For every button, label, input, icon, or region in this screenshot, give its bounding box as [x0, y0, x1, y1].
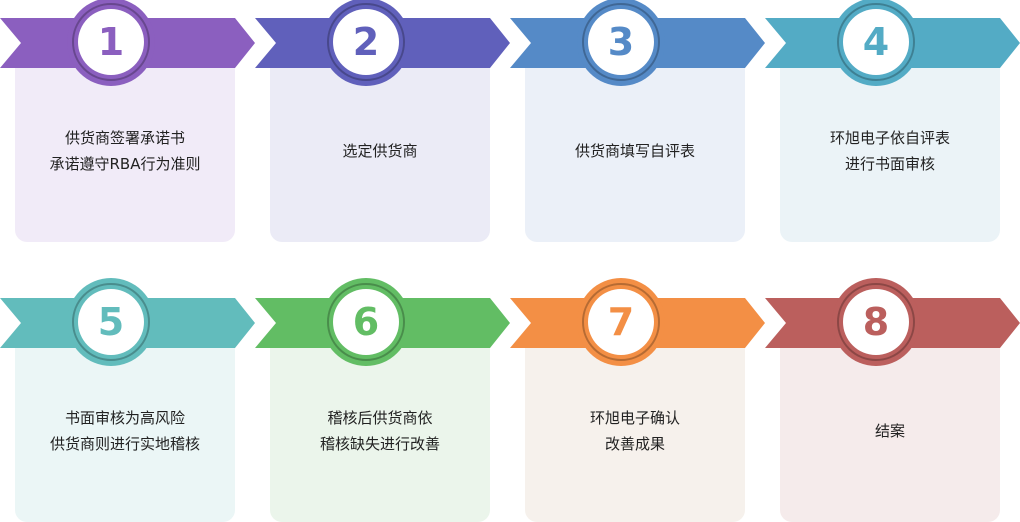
badge-ring [327, 283, 405, 361]
description-line-1: 环旭电子依自评表 [829, 129, 950, 147]
description-line-2: 供货商则进行实地稽核 [49, 435, 200, 453]
step-card [525, 348, 745, 522]
badge-ring [72, 283, 150, 361]
badge-ring [72, 3, 150, 81]
step-description: 环旭电子确认 改善成果 [525, 348, 745, 514]
step-description: 稽核后供货商依 稽核缺失进行改善 [270, 348, 490, 514]
step-number-badge: 3 [577, 0, 665, 86]
badge-ring [582, 283, 660, 361]
step-card [270, 348, 490, 522]
step-number: 4 [843, 9, 909, 75]
step-description: 选定供货商 [270, 68, 490, 234]
description-line-1: 结案 [874, 422, 905, 440]
description-line-1: 稽核后供货商依 [327, 409, 433, 427]
description-line-1: 选定供货商 [342, 142, 418, 160]
step-card [15, 348, 235, 522]
step-card [15, 68, 235, 242]
badge-ring [327, 3, 405, 81]
step-number-badge: 7 [577, 278, 665, 366]
step-number: 5 [78, 289, 144, 355]
badge-ring [582, 3, 660, 81]
step-description: 结案 [780, 348, 1000, 514]
step-number-badge: 6 [322, 278, 410, 366]
step-number-badge: 2 [322, 0, 410, 86]
step-description: 供货商签署承诺书 承诺遵守RBA行为准则 [15, 68, 235, 234]
step-number: 2 [333, 9, 399, 75]
step-card [270, 68, 490, 242]
description-line-2: 改善成果 [604, 435, 665, 453]
description-line-1: 书面审核为高风险 [64, 409, 185, 427]
step-number-badge: 1 [67, 0, 155, 86]
step-number-badge: 8 [832, 278, 920, 366]
step-card [780, 348, 1000, 522]
step-description: 环旭电子依自评表 进行书面审核 [780, 68, 1000, 234]
description-line-2: 承诺遵守RBA行为准则 [49, 155, 201, 173]
description-line-1: 供货商填写自评表 [574, 142, 695, 160]
step-number: 3 [588, 9, 654, 75]
step-number-badge: 4 [832, 0, 920, 86]
step-description: 供货商填写自评表 [525, 68, 745, 234]
step-number: 6 [333, 289, 399, 355]
step-card [525, 68, 745, 242]
step-number: 1 [78, 9, 144, 75]
description-line-1: 供货商签署承诺书 [64, 129, 185, 147]
step-number: 8 [843, 289, 909, 355]
description-line-2: 稽核缺失进行改善 [319, 435, 440, 453]
badge-ring [837, 283, 915, 361]
step-number: 7 [588, 289, 654, 355]
badge-ring [837, 3, 915, 81]
step-card [780, 68, 1000, 242]
description-line-1: 环旭电子确认 [589, 409, 680, 427]
description-line-2: 进行书面审核 [844, 155, 935, 173]
step-number-badge: 5 [67, 278, 155, 366]
step-description: 书面审核为高风险 供货商则进行实地稽核 [15, 348, 235, 514]
